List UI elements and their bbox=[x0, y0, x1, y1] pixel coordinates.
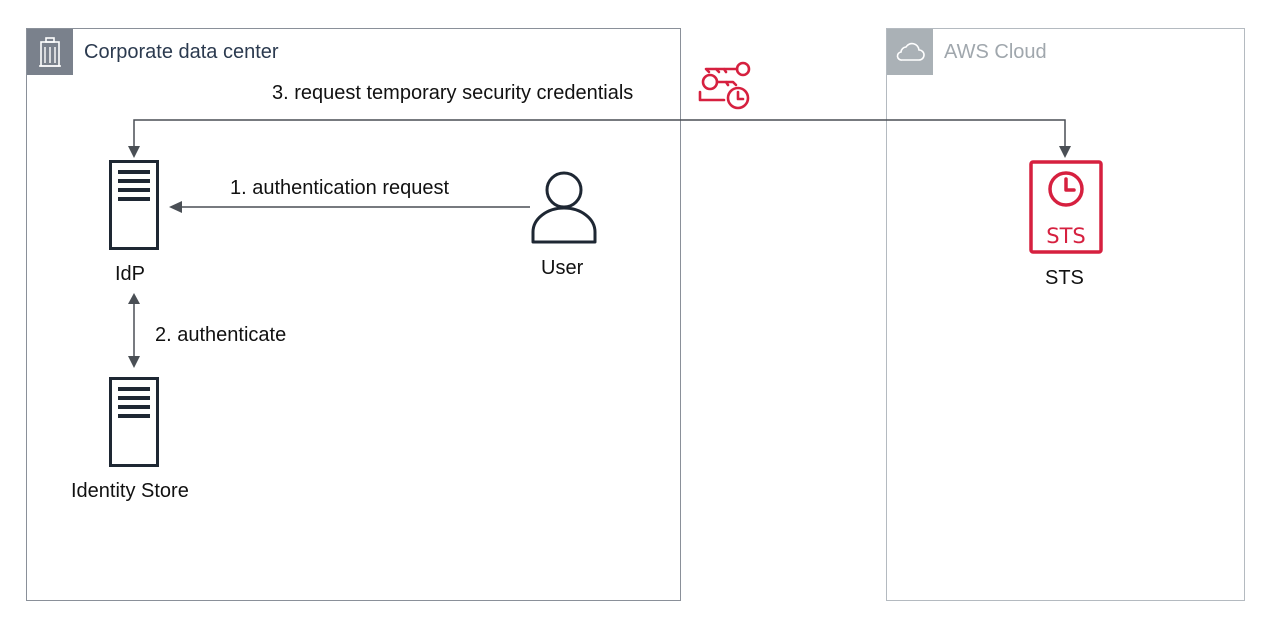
aws-group-label: AWS Cloud bbox=[944, 41, 1047, 63]
idp-server-icon bbox=[109, 160, 159, 255]
request-credentials-arrow bbox=[128, 119, 1071, 158]
building-icon bbox=[27, 29, 73, 75]
request-credentials-label: 3. request temporary security credential… bbox=[272, 82, 634, 104]
corporate-group-label: Corporate data center bbox=[84, 41, 279, 63]
sts-label: STS bbox=[1045, 267, 1084, 289]
sts-service-icon: STS bbox=[1029, 160, 1103, 259]
identity-store-server-icon bbox=[109, 377, 159, 472]
user-label: User bbox=[541, 257, 584, 279]
auth-request-arrow bbox=[169, 201, 530, 213]
idp-label: IdP bbox=[115, 263, 146, 285]
temporary-credentials-icon bbox=[696, 58, 756, 117]
authenticate-arrow bbox=[128, 293, 140, 368]
corporate-data-center-group: Corporate data center bbox=[26, 28, 681, 601]
identity-store-label: Identity Store bbox=[71, 480, 189, 502]
auth-request-label: 1. authentication request bbox=[230, 177, 450, 199]
aws-cloud-group: AWS Cloud bbox=[886, 28, 1245, 601]
user-icon bbox=[530, 170, 598, 249]
authenticate-label: 2. authenticate bbox=[155, 324, 287, 346]
sts-badge-text: STS bbox=[1046, 224, 1086, 248]
cloud-icon bbox=[887, 29, 933, 75]
